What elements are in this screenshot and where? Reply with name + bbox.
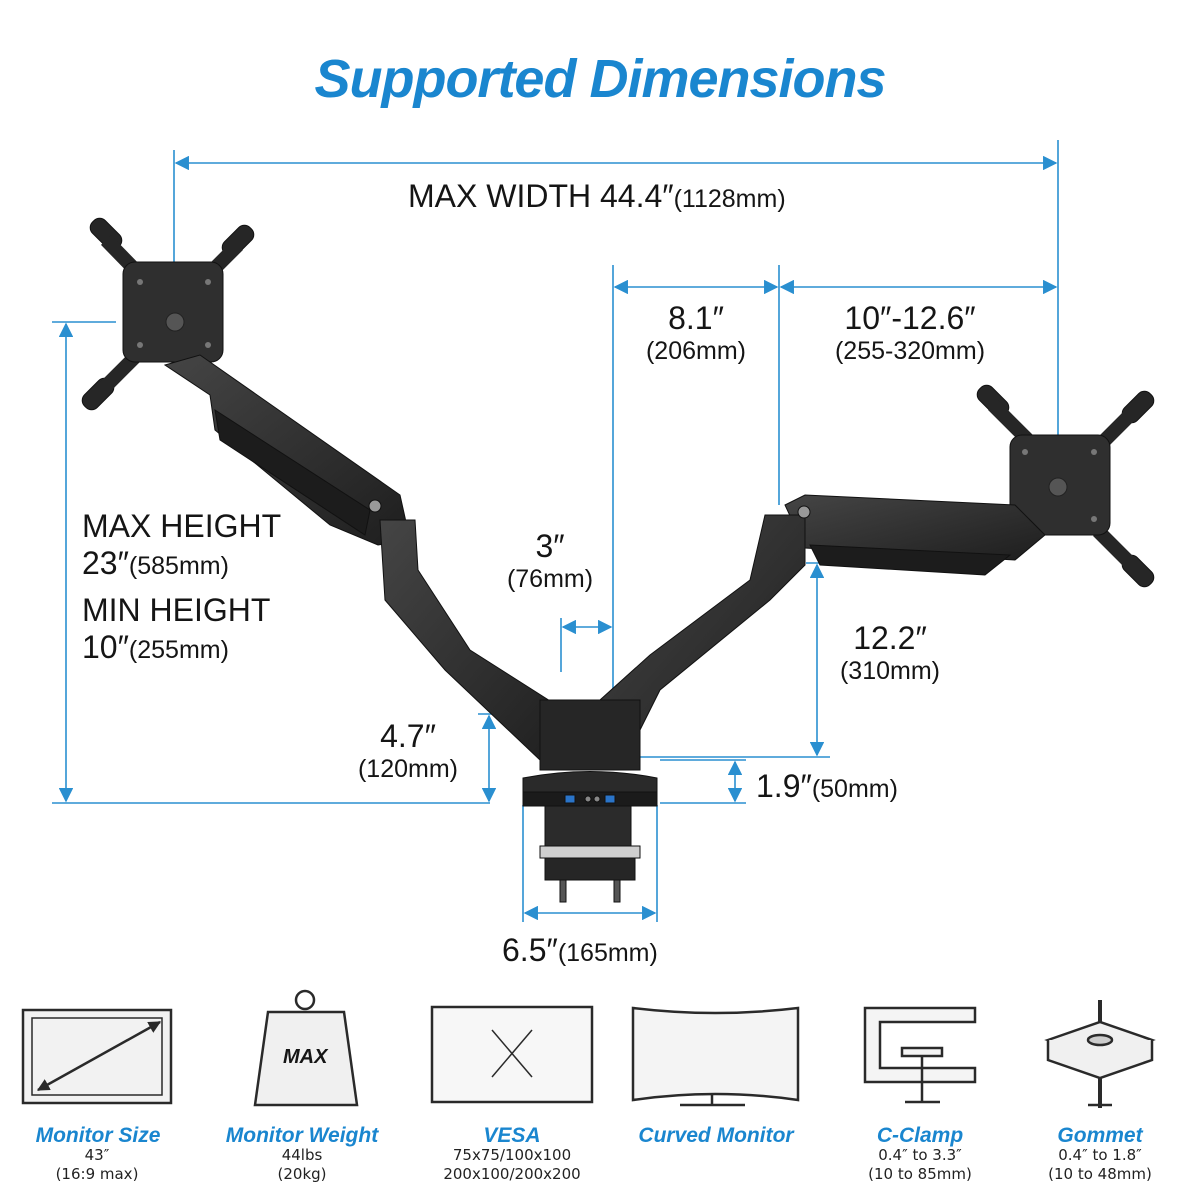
feature-c-clamp-line1: 0.4″ to 3.3″: [878, 1146, 962, 1164]
c-clamp-icon: [863, 1006, 977, 1104]
max-width-value: MAX WIDTH 44.4″: [408, 178, 674, 214]
max-width-unit: (1128mm): [673, 185, 786, 213]
dimension-lines: [52, 140, 1059, 922]
left-vesa-plate: [81, 217, 255, 411]
vesa-icon: [430, 1005, 594, 1104]
feature-grommet-line1: 0.4″ to 1.8″: [1058, 1146, 1142, 1164]
feature-monitor-size-line1: 43″: [84, 1146, 110, 1164]
min-height-value: 10″: [82, 629, 129, 665]
min-height-title: MIN HEIGHT: [82, 592, 271, 628]
page-title: Supported Dimensions: [314, 49, 886, 109]
base-height-value: 4.7″: [380, 718, 436, 754]
min-height-unit: (255mm): [128, 636, 229, 664]
arm-upper-label: 8.1″ (206mm): [615, 300, 777, 366]
feature-curved-name: Curved Monitor: [638, 1124, 794, 1147]
feature-grommet-line2: (10 to 48mm): [1048, 1165, 1152, 1183]
right-vesa-plate: [976, 384, 1155, 588]
feature-grommet-name: Gommet: [1057, 1124, 1143, 1147]
feature-monitor-size-name: Monitor Size: [35, 1124, 161, 1147]
right-arm: [599, 494, 1046, 761]
arm-height-label: 12.2″ (310mm): [820, 620, 960, 686]
max-height-unit: (585mm): [128, 552, 229, 580]
arm-extend-unit: (255-320mm): [834, 337, 986, 365]
min-height-label: MIN HEIGHT 10″(255mm): [82, 592, 270, 666]
clamp-height-unit: (50mm): [811, 775, 898, 803]
clamp-height-value: 1.9″: [756, 768, 812, 804]
grommet-icon: [1044, 1000, 1156, 1108]
weight-icon: [253, 989, 359, 1107]
max-height-label: MAX HEIGHT 23″(585mm): [82, 508, 281, 582]
base-width-label: 6.5″(165mm): [502, 932, 658, 969]
feature-monitor-size-line2: (16:9 max): [55, 1165, 139, 1183]
clamp-height-label: 1.9″(50mm): [756, 768, 898, 805]
base-height-unit: (120mm): [357, 755, 458, 783]
base-height-label: 4.7″ (120mm): [338, 718, 478, 784]
curved-monitor-icon: [631, 1006, 800, 1107]
monitor-size-icon: [21, 1008, 173, 1105]
weight-icon-label: MAX: [283, 1046, 328, 1068]
left-arm: [163, 354, 581, 761]
base-width-unit: (165mm): [557, 939, 658, 967]
arm-height-unit: (310mm): [839, 657, 940, 685]
arm-extend-value: 10″-12.6″: [844, 300, 976, 336]
max-height-title: MAX HEIGHT: [82, 508, 282, 544]
feature-weight-name: Monitor Weight: [225, 1124, 379, 1147]
pole-gap-unit: (76mm): [506, 565, 594, 593]
arm-upper-value: 8.1″: [668, 300, 724, 336]
base-width-value: 6.5″: [502, 932, 558, 968]
feature-vesa-name: VESA: [483, 1124, 541, 1147]
feature-vesa-line1: 75x75/100x100: [452, 1146, 572, 1164]
arm-height-value: 12.2″: [853, 620, 927, 656]
feature-weight-line2: (20kg): [277, 1165, 327, 1183]
max-height-value: 23″: [82, 545, 129, 581]
arm-upper-unit: (206mm): [645, 337, 746, 365]
pole-gap-label: 3″ (76mm): [490, 528, 610, 594]
feature-c-clamp-line2: (10 to 85mm): [868, 1165, 972, 1183]
feature-weight-line1: 44lbs: [281, 1146, 323, 1164]
feature-vesa-line2: 200x100/200x200: [443, 1165, 581, 1183]
arm-extend-label: 10″-12.6″ (255-320mm): [790, 300, 1030, 366]
feature-c-clamp-name: C-Clamp: [876, 1124, 964, 1147]
mount-base: [522, 699, 658, 903]
max-width-label: MAX WIDTH 44.4″(1128mm): [408, 178, 786, 215]
pole-gap-value: 3″: [535, 528, 565, 564]
